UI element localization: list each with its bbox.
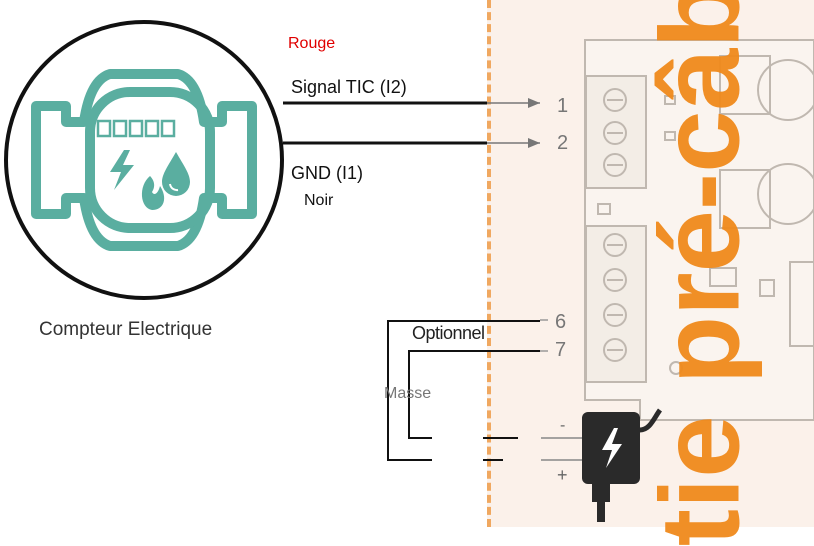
- wire-signal: [283, 98, 540, 108]
- electric-meter-icon: [4, 20, 284, 300]
- rouge-label: Rouge: [288, 35, 336, 52]
- noir-label: Noir: [304, 192, 334, 209]
- wiring-diagram: [4, 20, 814, 522]
- gnd-label: GND (I1): [291, 163, 363, 183]
- watermark: tie pré-câb: [637, 0, 763, 546]
- optionnel-label: Optionnel: [412, 323, 485, 343]
- power-supply-icon: [541, 408, 663, 522]
- signal-tic-label: Signal TIC (I2): [291, 77, 407, 97]
- flame-icon: [141, 176, 165, 210]
- wire-gnd: [283, 138, 540, 148]
- pin-7: 7: [555, 339, 567, 361]
- power-minus-label: -: [560, 417, 566, 434]
- optional-wires: [387, 320, 540, 461]
- water-drop-icon: [162, 152, 190, 196]
- pin-2: 2: [557, 132, 569, 154]
- power-plus-label: +: [557, 465, 568, 485]
- meter-caption: Compteur Electrique: [39, 319, 213, 340]
- meter-display-icon: [96, 119, 176, 138]
- lightning-icon: [110, 150, 134, 190]
- pin-1: 1: [557, 95, 569, 117]
- masse-label: Masse: [384, 385, 432, 402]
- power-bolt-icon: [602, 428, 622, 468]
- dashed-divider: [487, 0, 491, 527]
- terminal-block-icon: [584, 39, 814, 421]
- optional-wires-faint: [540, 319, 548, 352]
- pin-6: 6: [555, 311, 567, 333]
